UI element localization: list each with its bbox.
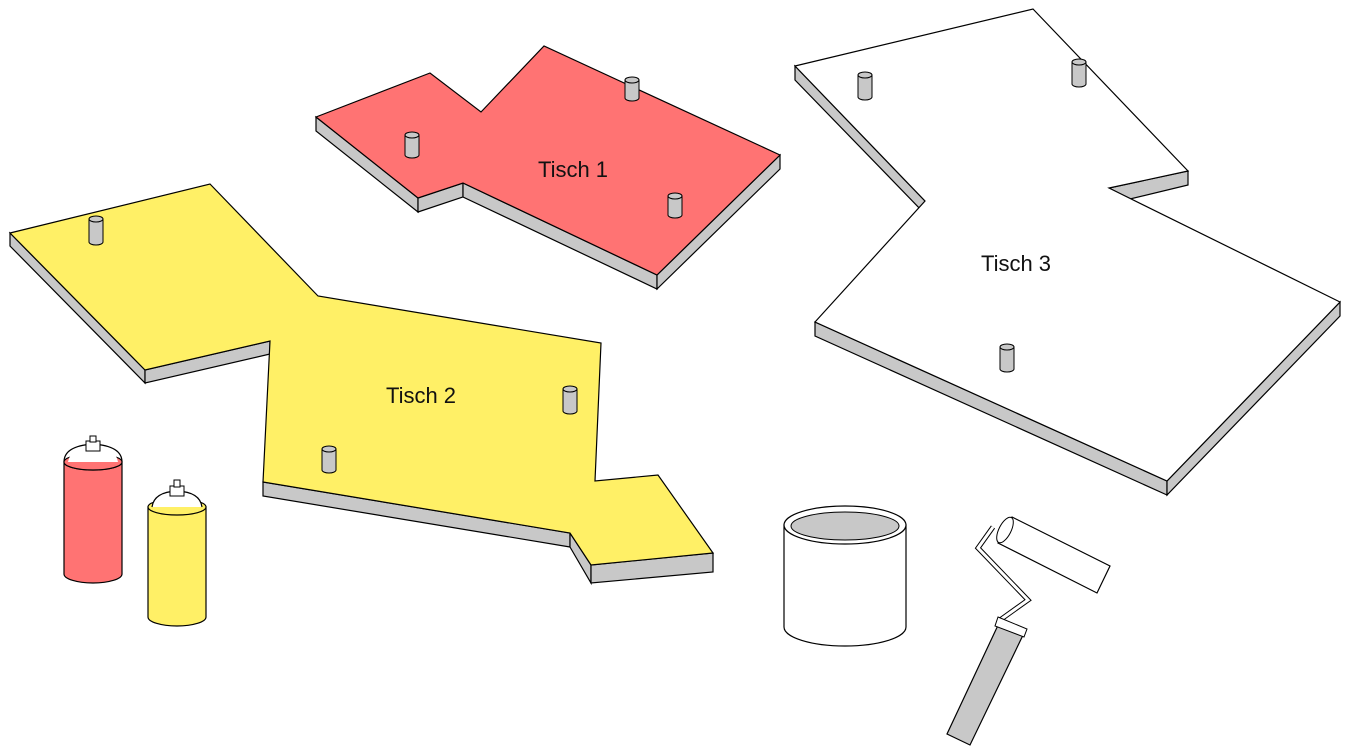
table-2-peg: [563, 386, 577, 414]
table-3-top: [795, 9, 1340, 481]
spray-can-icon[interactable]: [64, 436, 122, 583]
table-1-label: Tisch 1: [538, 157, 608, 182]
table-1-peg: [625, 77, 639, 101]
spray-can-icon[interactable]: [148, 480, 206, 626]
table-1-peg: [405, 132, 419, 158]
roller-cover: [998, 517, 1110, 593]
table-1[interactable]: Tisch 1: [316, 46, 780, 289]
table-1-peg: [668, 193, 682, 218]
table-3[interactable]: Tisch 3: [795, 9, 1340, 495]
paint-roller-icon[interactable]: [947, 515, 1110, 745]
table-2-peg: [322, 446, 336, 473]
table-2-peg: [89, 216, 103, 245]
table-3-peg: [1072, 59, 1086, 87]
table-3-peg: [858, 72, 872, 100]
roller-handle: [947, 621, 1025, 745]
paint-bucket-icon[interactable]: [784, 506, 906, 646]
table-3-label: Tisch 3: [981, 251, 1051, 276]
table-3-peg: [1000, 344, 1014, 372]
table-2-label: Tisch 2: [386, 383, 456, 408]
